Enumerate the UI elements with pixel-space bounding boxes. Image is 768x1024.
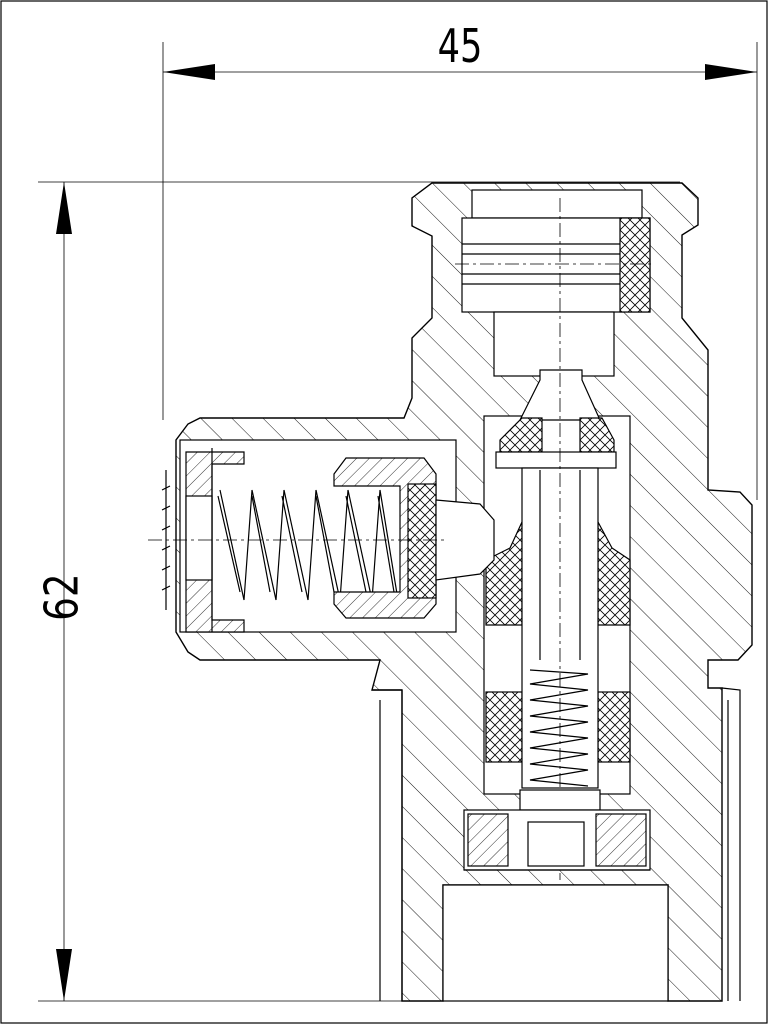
bottom-seat — [442, 809, 669, 1002]
top-nut — [461, 217, 651, 313]
bottom-outlet — [442, 884, 669, 1002]
central-chamber — [483, 198, 631, 880]
arrow-left-icon — [163, 64, 215, 80]
top-cap — [455, 189, 655, 377]
arrow-up-icon — [56, 182, 72, 234]
height-label: 62 — [35, 573, 89, 621]
arrow-right-icon — [705, 64, 757, 80]
width-dimension: 45 — [162, 19, 758, 500]
side-valve — [148, 439, 495, 633]
side-spring — [219, 489, 399, 601]
width-label: 45 — [438, 19, 483, 73]
inner-spring — [529, 669, 589, 787]
arrow-down-icon — [56, 949, 72, 1001]
side-seal — [407, 483, 437, 599]
seal-ring-top — [619, 217, 651, 313]
